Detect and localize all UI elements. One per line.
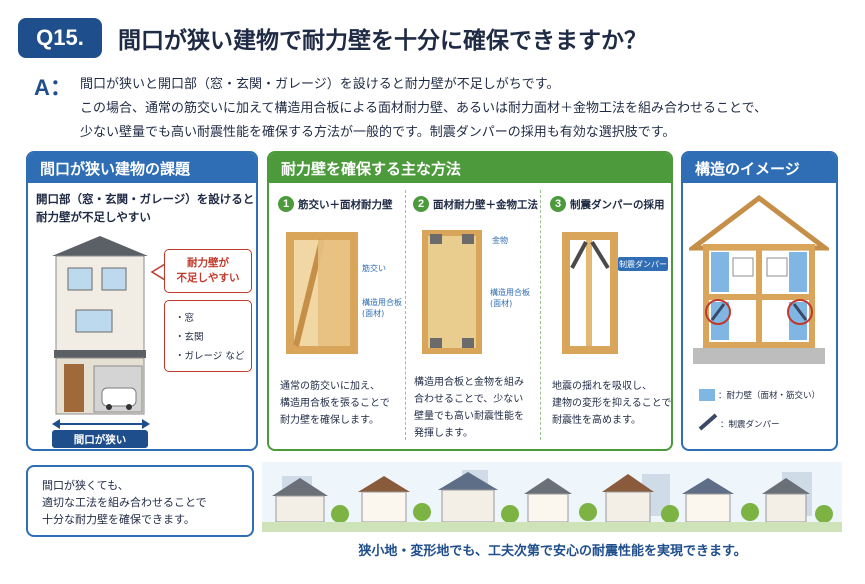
desc-line: 耐力壁を確保します。	[280, 415, 379, 426]
wall-legend-label: ：耐力壁（面材・筋交い）	[718, 391, 821, 401]
list-item: ・ガレージ など	[175, 351, 245, 362]
narrow-frontage-label: 間口が狭い	[52, 430, 148, 448]
hardware-label: 金物	[492, 236, 508, 245]
step-title-text: 筋交い＋面材耐力壁	[298, 198, 393, 211]
answer-line-2: この場合、通常の筋交いに加えて構造用合板による面材耐力壁、あるいは耐力面材＋金物…	[80, 101, 768, 116]
desc-line: 耐震性を高めます。	[552, 415, 641, 426]
answer-line-1: 間口が狭いと開口部（窓・玄関・ガレージ）を設けると耐力壁が不足しがちです。	[80, 77, 560, 92]
question-title: 間口が狭い建物で耐力壁を十分に確保できますか？	[118, 28, 647, 54]
townscape-illustration	[262, 462, 842, 532]
desc-line: 通常の筋交いに加え、	[280, 381, 380, 392]
step-title-text: 面材耐力壁＋金物工法	[433, 198, 538, 211]
structure-frame-illustration	[689, 194, 829, 364]
question-badge: Q15.	[18, 18, 102, 58]
brace-label: 筋交い	[362, 264, 386, 273]
structure-panel-title: 構造のイメージ	[683, 153, 836, 183]
desc-line: 合わせることで、少ない	[414, 394, 524, 405]
answer-mark: A：	[34, 75, 72, 100]
summary-line: 十分な耐力壁を確保できます。	[42, 513, 195, 526]
damper-legend-icon	[698, 413, 718, 431]
method-divider	[405, 190, 406, 440]
callout-line-2: 不足しやすい	[176, 272, 240, 284]
damper-label: 制震ダンパー	[618, 257, 668, 271]
step-title-text: 制震ダンパーの採用	[570, 198, 665, 211]
footer-message: 狭小地・変形地でも、工夫次第で安心の耐震性能を実現できます。	[358, 544, 747, 559]
narrow-house-illustration	[52, 236, 150, 429]
method-divider	[540, 190, 541, 440]
list-item: ・玄関	[175, 332, 204, 343]
methods-panel: 耐力壁を確保する主な方法	[267, 151, 673, 451]
shortage-callout: 耐力壁が 不足しやすい	[164, 249, 252, 293]
plywood-sub-label: (面材)	[490, 299, 513, 308]
methods-panel-title: 耐力壁を確保する主な方法	[269, 153, 671, 183]
brace-panel-illustration	[286, 232, 358, 354]
hardware-panel-illustration	[422, 230, 482, 354]
issue-panel: 間口が狭い建物の課題	[26, 151, 258, 451]
desc-line: 建物の変形を抑えることで	[552, 398, 672, 409]
issue-panel-title: 間口が狭い建物の課題	[28, 153, 256, 183]
opening-list: ・窓 ・玄関 ・ガレージ など	[164, 300, 252, 372]
damper-legend-label: ：制震ダンパー	[720, 420, 780, 430]
issue-lead-line-1: 開口部（窓・玄関・ガレージ）を設けると	[36, 192, 255, 206]
desc-line: 発揮します。	[414, 428, 473, 439]
callout-line-1: 耐力壁が	[187, 257, 229, 269]
method-2-title: 2 面材耐力壁＋金物工法	[413, 196, 538, 212]
step-number: 2	[413, 196, 429, 212]
step-number: 3	[550, 196, 566, 212]
issue-lead: 開口部（窓・玄関・ガレージ）を設けると 耐力壁が不足しやすい	[36, 190, 254, 226]
desc-line: 地震の揺れを吸収し、	[552, 381, 652, 392]
plywood-label: 構造用合板	[490, 288, 530, 297]
step-number: 1	[278, 196, 294, 212]
method-1-description: 通常の筋交いに加え、 構造用合板を張ることで 耐力壁を確保します。	[280, 378, 390, 429]
answer-line-3: 少ない壁量でも高い耐震性能を確保する方法が一般的です。制震ダンパーの採用も有効な…	[80, 125, 676, 140]
summary-line: 適切な工法を組み合わせることで	[42, 496, 207, 509]
wall-legend-swatch	[699, 389, 715, 401]
plywood-label: 構造用合板	[362, 298, 402, 307]
list-item: ・窓	[175, 313, 195, 324]
desc-line: 構造用合板と金物を組み	[414, 377, 524, 388]
method-1-title: 1 筋交い＋面材耐力壁	[278, 196, 393, 212]
method-2-description: 構造用合板と金物を組み 合わせることで、少ない 壁量でも高い耐震性能を 発揮しま…	[414, 374, 524, 442]
structure-panel: 構造のイメージ	[681, 151, 838, 451]
desc-line: 構造用合板を張ることで	[280, 398, 390, 409]
summary-box: 間口が狭くても、 適切な工法を組み合わせることで 十分な耐力壁を確保できます。	[26, 465, 254, 537]
damper-frame-illustration	[562, 232, 618, 354]
summary-line: 間口が狭くても、	[42, 479, 129, 492]
method-3-title: 3 制震ダンパーの採用	[550, 196, 665, 212]
method-3-description: 地震の揺れを吸収し、 建物の変形を抑えることで 耐震性を高めます。	[552, 378, 671, 429]
issue-lead-line-2: 耐力壁が不足しやすい	[36, 210, 151, 224]
desc-line: 壁量でも高い耐震性能を	[414, 411, 524, 422]
plywood-sub-label: (面材)	[362, 309, 385, 318]
